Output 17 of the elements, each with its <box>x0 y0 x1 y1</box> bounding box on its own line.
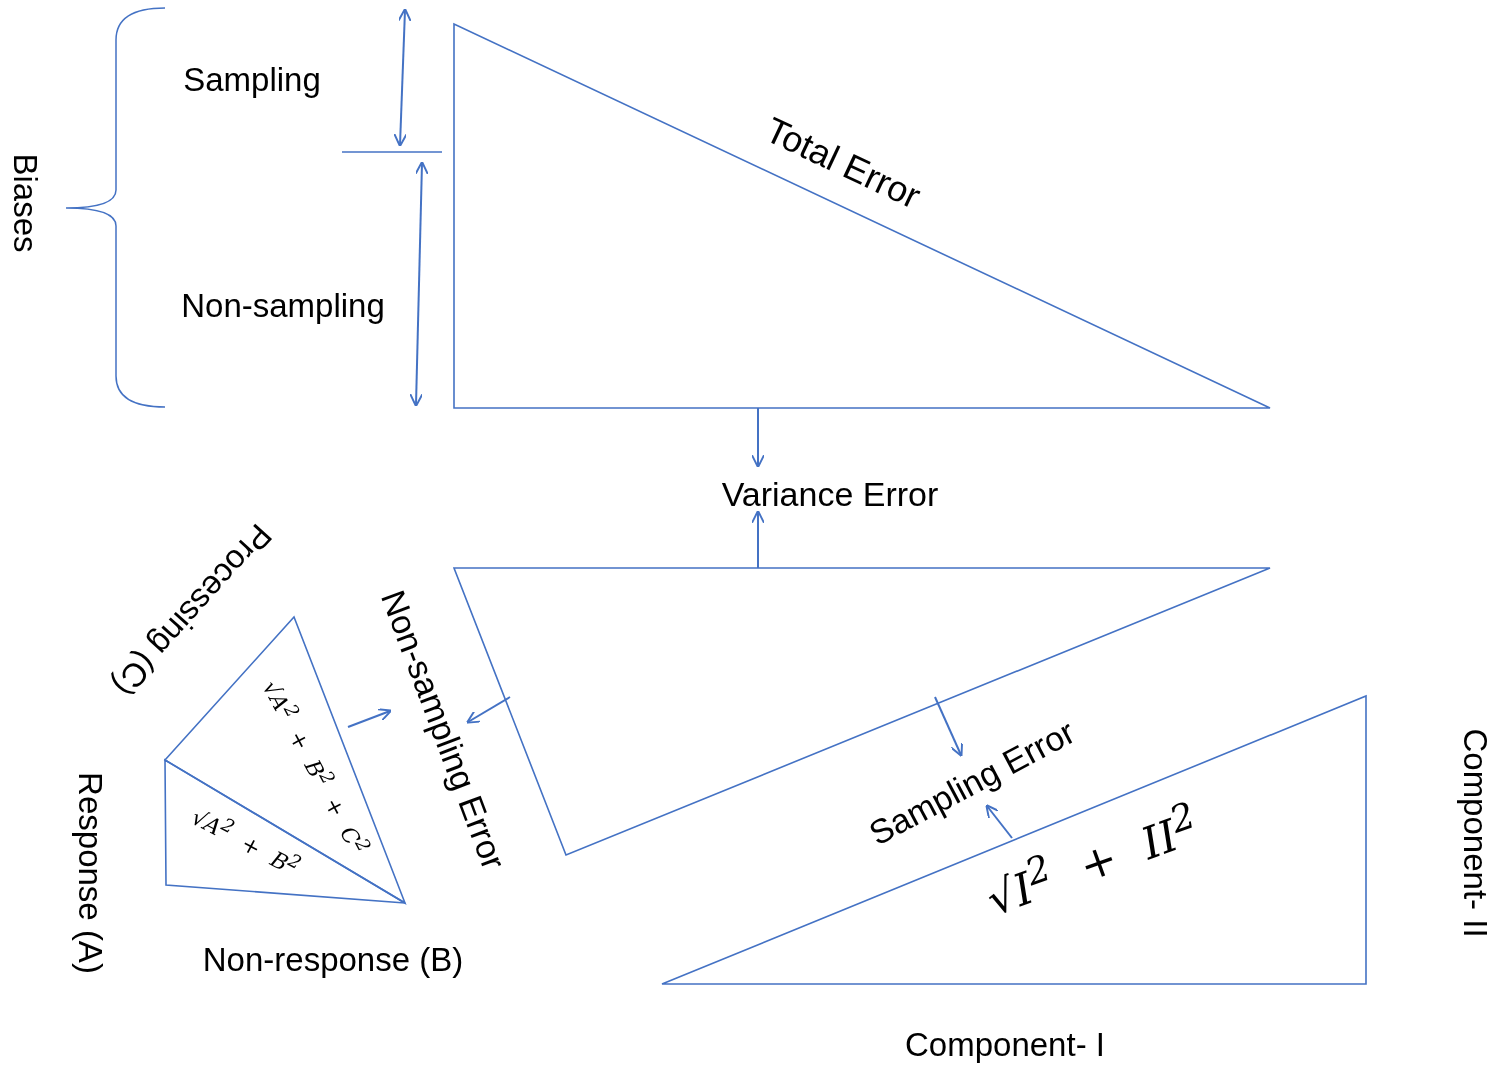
triangle-shape <box>454 24 1270 408</box>
brace-label: Biases <box>6 153 44 253</box>
arrow <box>985 804 1013 839</box>
total-error-label: Total Error <box>759 109 927 217</box>
side-label: Non-response (B) <box>202 941 464 979</box>
arrow <box>751 407 765 469</box>
arrow <box>934 696 963 758</box>
arrow <box>751 509 765 569</box>
arrow <box>466 696 511 724</box>
bias-label: Sampling <box>183 61 321 99</box>
side-label: Component- II <box>1456 728 1494 938</box>
arrow <box>347 708 393 728</box>
bias-label: Non-sampling <box>181 287 385 325</box>
triangle-shape <box>662 696 1366 984</box>
side-label: Component- I <box>905 1026 1105 1064</box>
side-label: Response (A) <box>71 772 109 974</box>
variance-error-label: Variance Error <box>721 476 939 514</box>
